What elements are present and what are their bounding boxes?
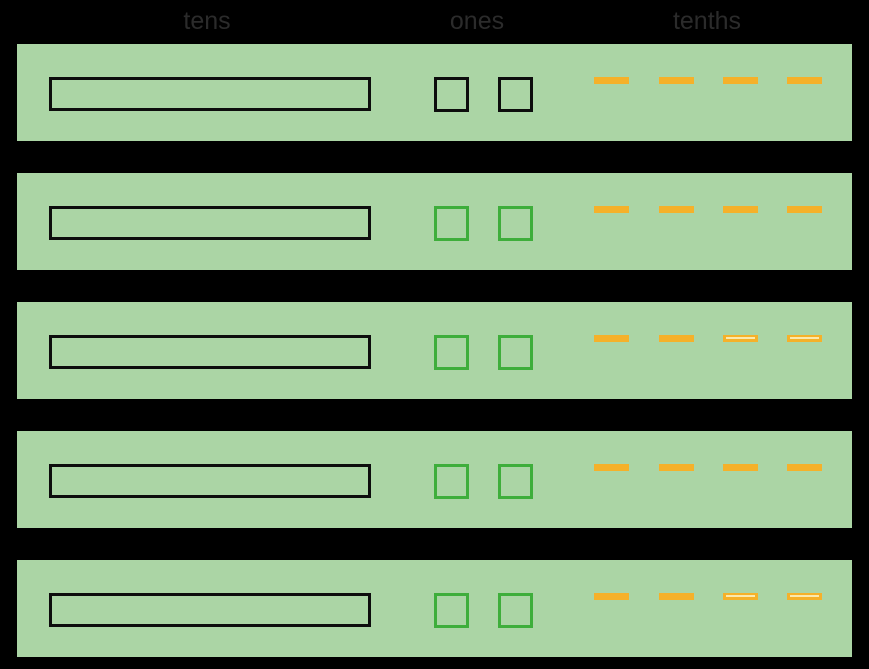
tenths-dash	[594, 464, 629, 471]
tenths-dash	[659, 206, 694, 213]
dash-highlight-stripe	[726, 595, 755, 597]
tens-rod	[49, 77, 371, 111]
dash-highlight-stripe	[790, 595, 819, 597]
tens-rod	[49, 335, 371, 369]
tenths-dash	[659, 464, 694, 471]
tenths-dash	[787, 77, 822, 84]
tens-rod	[49, 206, 371, 240]
ones-square	[498, 593, 533, 628]
column-label-tens: tens	[183, 7, 231, 35]
ones-square	[498, 77, 533, 112]
place-value-row-3	[17, 302, 852, 399]
place-value-row-1	[17, 44, 852, 141]
tenths-dash	[787, 464, 822, 471]
ones-square	[498, 464, 533, 499]
tenths-dash	[659, 77, 694, 84]
tenths-dash	[723, 77, 758, 84]
column-label-ones: ones	[449, 7, 505, 35]
tens-rod	[49, 464, 371, 498]
tenths-dash	[659, 593, 694, 600]
ones-square	[434, 335, 469, 370]
tens-rod	[49, 593, 371, 627]
tenths-dash	[787, 206, 822, 213]
tenths-dash-double	[723, 593, 758, 600]
tenths-dash	[594, 206, 629, 213]
ones-square	[434, 77, 469, 112]
place-value-row-2	[17, 173, 852, 270]
tenths-dash	[723, 206, 758, 213]
tenths-dash	[594, 335, 629, 342]
dash-highlight-stripe	[790, 337, 819, 339]
ones-square	[434, 593, 469, 628]
ones-square	[434, 464, 469, 499]
tenths-dash	[594, 77, 629, 84]
tenths-dash-double	[787, 335, 822, 342]
tenths-dash	[659, 335, 694, 342]
place-value-row-4	[17, 431, 852, 528]
place-value-row-5	[17, 560, 852, 657]
ones-square	[498, 335, 533, 370]
tenths-dash	[723, 464, 758, 471]
tenths-dash-double	[787, 593, 822, 600]
ones-square	[434, 206, 469, 241]
column-label-tenths: tenths	[672, 7, 742, 35]
tenths-dash	[594, 593, 629, 600]
ones-square	[498, 206, 533, 241]
tenths-dash-double	[723, 335, 758, 342]
dash-highlight-stripe	[726, 337, 755, 339]
